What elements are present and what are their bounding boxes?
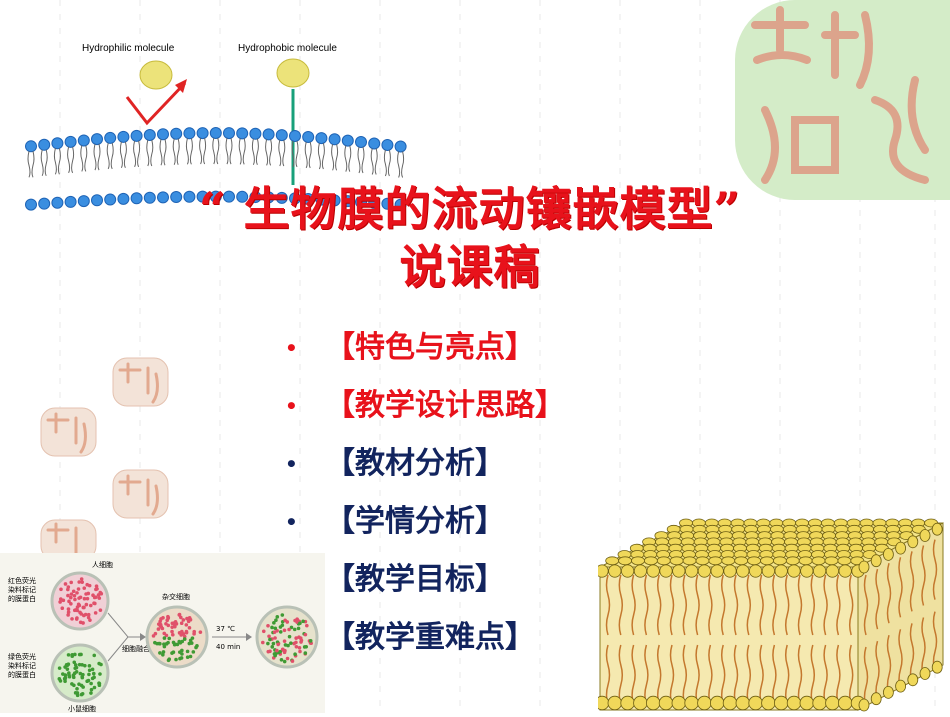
- menu-item-teaching-goals[interactable]: •【教学目标】: [285, 560, 565, 618]
- hydrophilic-molecule: [139, 60, 173, 90]
- hydrophobic-molecule: [276, 58, 310, 88]
- menu-item-textbook-analysis[interactable]: •【教材分析】: [285, 444, 565, 502]
- menu-item-label: 【教学设计思路】: [325, 388, 565, 423]
- menu-item-label: 【特色与亮点】: [325, 330, 535, 365]
- svg-text:37 ℃: 37 ℃: [216, 625, 235, 633]
- outline-menu: •【特色与亮点】 •【教学设计思路】 •【教材分析】 •【学情分析】 •【教学目…: [285, 328, 565, 676]
- hybrid-cell-label: 杂交细胞: [162, 592, 190, 601]
- menu-item-label: 【教学目标】: [325, 562, 505, 597]
- human-cell: [50, 571, 110, 631]
- human-cell-label: 人细胞: [92, 560, 113, 569]
- small-seals: [40, 357, 169, 561]
- svg-text:红色荧光: 红色荧光: [8, 576, 36, 585]
- title-line-1: “ 生物膜的流动镶嵌模型”: [199, 182, 741, 236]
- hydrophobic-label: Hydrophobic molecule: [238, 43, 337, 54]
- mouse-cell-label: 小鼠细胞: [68, 704, 96, 713]
- svg-text:细胞融合: 细胞融合: [122, 644, 150, 653]
- menu-item-student-analysis[interactable]: •【学情分析】: [285, 502, 565, 560]
- svg-text:绿色荧光: 绿色荧光: [8, 652, 36, 661]
- hydrophilic-label: Hydrophilic molecule: [82, 43, 175, 54]
- svg-text:染料标记: 染料标记: [8, 661, 36, 670]
- menu-item-design-ideas[interactable]: •【教学设计思路】: [285, 386, 565, 444]
- cell-fusion-figure: 人细胞 红色荧光 染料标记 的膜蛋白 绿色荧光 染料标记 的膜蛋白 小鼠细胞 细…: [0, 553, 325, 713]
- hybrid-cell: [145, 605, 209, 669]
- lipid-bilayer-block: [598, 518, 944, 712]
- svg-text:的膜蛋白: 的膜蛋白: [8, 670, 36, 679]
- menu-item-label: 【教学重难点】: [325, 620, 535, 655]
- svg-text:的膜蛋白: 的膜蛋白: [8, 594, 36, 603]
- title-line-2: 说课稿: [399, 240, 541, 294]
- svg-text:染料标记: 染料标记: [8, 585, 36, 594]
- svg-text:40 min: 40 min: [216, 643, 240, 651]
- bounce-arrow: [125, 81, 187, 126]
- menu-item-label: 【学情分析】: [325, 504, 505, 539]
- membrane-diagram: Hydrophilic molecule Hydrophobic molecul…: [25, 43, 407, 211]
- menu-item-key-difficulties[interactable]: •【教学重难点】: [285, 618, 565, 676]
- slide-title: “ 生物膜的流动镶嵌模型” 说课稿: [120, 180, 820, 296]
- menu-item-label: 【教材分析】: [325, 446, 505, 481]
- seal-watermark: [735, 0, 950, 200]
- menu-item-features[interactable]: •【特色与亮点】: [285, 328, 565, 386]
